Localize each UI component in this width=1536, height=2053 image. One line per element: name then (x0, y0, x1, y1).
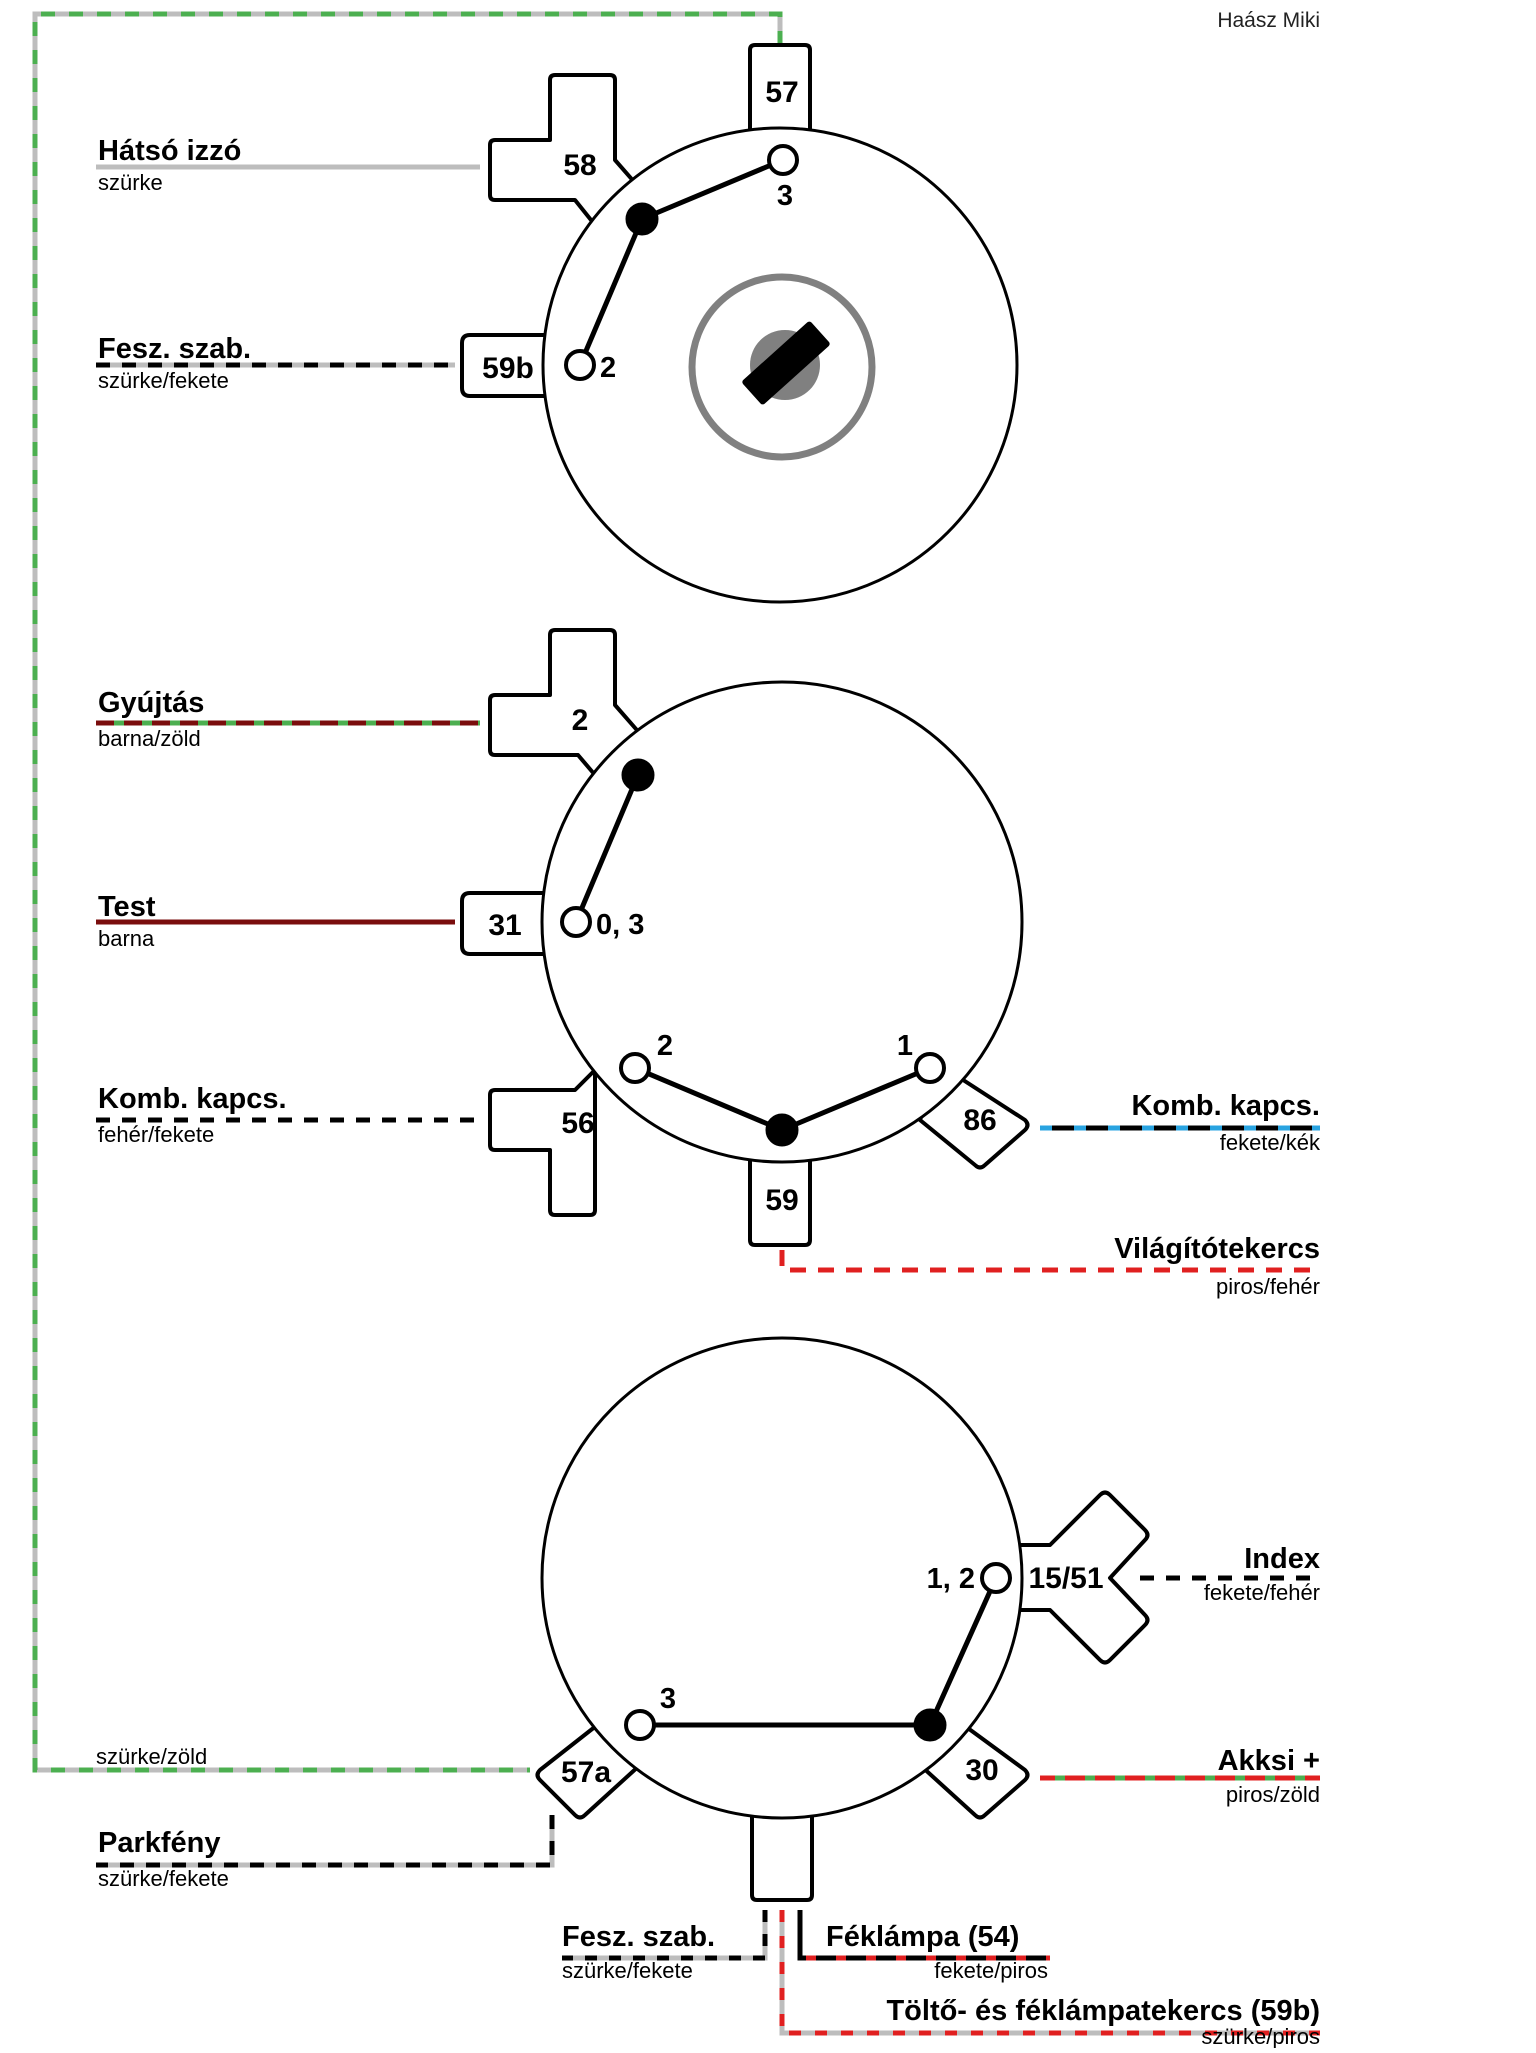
terminal-56-label: 56 (561, 1107, 594, 1140)
akksi-color: piros/zöld (1226, 1782, 1320, 1807)
feklampa-color: fekete/piros (934, 1958, 1048, 1983)
gyujtas-label: Gyújtás (98, 687, 204, 719)
terminal-57-label: 57 (765, 76, 798, 109)
parkfeny-color: szürke/fekete (98, 1866, 229, 1891)
mid-position-1-contact (914, 1052, 946, 1084)
feklampa-label: Féklámpa (54) (826, 1921, 1019, 1953)
feklampa-wire (797, 1910, 1050, 1961)
terminal-57-tab (748, 43, 812, 142)
akksi-label: Akksi + (1218, 1745, 1320, 1777)
gyujtas-color: barna/zöld (98, 726, 201, 751)
author-credit: Haász Miki (1217, 9, 1320, 32)
middle-switch (460, 628, 1030, 1247)
middle-switch-body (540, 680, 1024, 1164)
terminal-59-label: 59 (765, 1184, 798, 1217)
parkfeny-label: Parkfény (98, 1827, 221, 1859)
bottom-switch (535, 1336, 1150, 1902)
terminal-1551-tab (1008, 1490, 1150, 1665)
tolto-label: Töltő- és féklámpatekercs (59b) (886, 1995, 1320, 2027)
test-label: Test (98, 891, 156, 923)
terminal-2-tab (488, 628, 652, 777)
index-label: Index (1244, 1543, 1320, 1575)
top-position-3-label: 3 (777, 180, 793, 212)
mid-position-1-label: 1 (897, 1030, 913, 1062)
fesz-szab-bottom-color: szürke/fekete (562, 1958, 693, 1983)
top-position-2-contact (564, 349, 596, 381)
terminal-86-label: 86 (963, 1104, 996, 1137)
terminal-31-tab (460, 891, 552, 956)
top-position-2-label: 2 (600, 352, 616, 384)
loop-wire-color: szürke/zöld (96, 1744, 207, 1769)
mid-rotor-contact-top (621, 758, 655, 792)
bot-position-12-contact (980, 1562, 1012, 1594)
terminal-58-tab (488, 73, 652, 227)
komb-kapcs-left-label: Komb. kapcs. (98, 1083, 287, 1115)
komb-kapcs-right-label: Komb. kapcs. (1131, 1090, 1320, 1122)
terminal-59b-tab (460, 333, 552, 398)
terminal-57a-label: 57a (561, 1756, 611, 1789)
fesz-szab-bottom-wire (562, 1910, 768, 1961)
top-rotor-contact (625, 202, 659, 236)
mid-position-03-contact (560, 906, 592, 938)
terminal-56-tab (488, 1063, 642, 1217)
tolto-color: szürke/piros (1201, 2024, 1320, 2048)
fesz-szab-bottom-label: Fesz. szab. (562, 1921, 715, 1953)
terminal-1551-label: 15/51 (1028, 1562, 1103, 1595)
ignition-key-icon (688, 273, 876, 461)
index-color: fekete/fehér (1204, 1580, 1320, 1605)
vilagitotekercs-label: Világítótekercs (1114, 1233, 1320, 1265)
komb-kapcs-right-color: fekete/kék (1220, 1130, 1321, 1155)
bot-position-3-contact (624, 1709, 656, 1741)
terminal-31-label: 31 (488, 909, 521, 942)
fesz-szab-top-label: Fesz. szab. (98, 333, 251, 365)
bot-rotor-contact (913, 1708, 947, 1742)
top-switch (460, 43, 1019, 604)
terminal-2-label: 2 (572, 704, 589, 737)
fesz-szab-top-color: szürke/fekete (98, 368, 229, 393)
terminal-59-tab (748, 1148, 812, 1247)
mid-position-03-label: 0, 3 (596, 909, 644, 941)
hatso-izzo-label: Hátsó izzó (98, 135, 241, 167)
terminal-58-label: 58 (563, 149, 596, 182)
mid-rotor-contact-bottom (765, 1113, 799, 1147)
top-position-3-contact (767, 144, 799, 176)
parkfeny-wire (96, 1815, 555, 1868)
vilagitotekercs-wire (779, 1250, 1320, 1273)
mid-position-2-contact (619, 1052, 651, 1084)
tolto-wire (779, 1910, 1320, 2036)
komb-kapcs-left-color: fehér/fekete (98, 1122, 214, 1147)
terminal-59b-label: 59b (482, 352, 534, 385)
loop-wire-gray-green (32, 11, 783, 1773)
bottom-switch-body (540, 1336, 1024, 1820)
test-color: barna (98, 926, 155, 951)
hatso-izzo-color: szürke (98, 170, 163, 195)
terminal-30-label: 30 (965, 1754, 998, 1787)
mid-position-2-label: 2 (657, 1030, 673, 1062)
bot-position-12-label: 1, 2 (927, 1563, 975, 1595)
vilagitotekercs-color: piros/fehér (1216, 1274, 1320, 1299)
bot-position-3-label: 3 (660, 1683, 676, 1715)
